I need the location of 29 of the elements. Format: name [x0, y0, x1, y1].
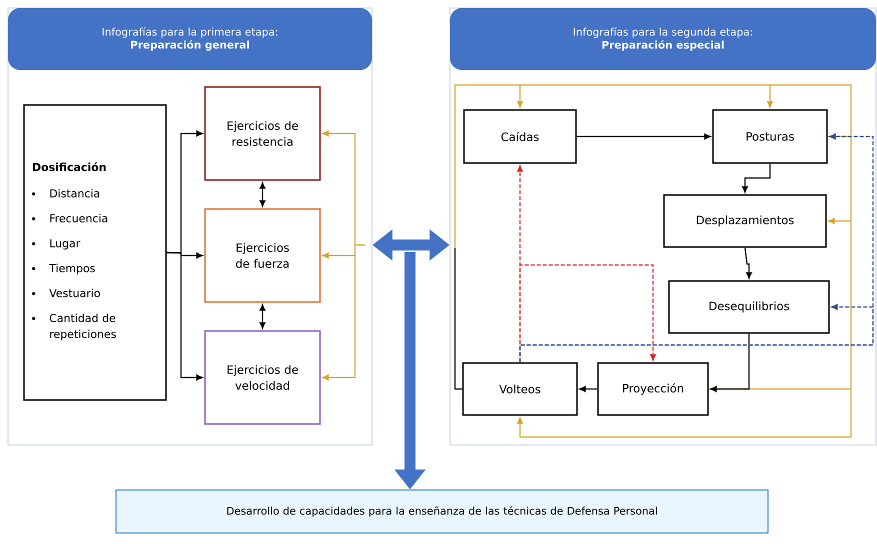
result-box: Desarrollo de capacidades para la enseñanza de las técnicas de Defensa Personal	[116, 490, 768, 534]
arrow	[322, 255, 356, 380]
arrow	[322, 244, 365, 258]
process-box: Desplazamientos	[663, 194, 827, 248]
arrow	[519, 304, 874, 362]
arrow	[576, 134, 711, 140]
arrow	[260, 304, 266, 329]
process-box: Caídas	[463, 109, 577, 164]
process-box: Desequilibrios	[668, 280, 830, 334]
arrow	[744, 248, 752, 279]
arrow	[742, 164, 771, 193]
process-box: Posturas	[712, 109, 828, 164]
list-box: Dosificación Distancia Frecuencia Lugar Tiempos Vestuario Cantidad de repeticiones	[23, 104, 167, 401]
arrow	[166, 252, 203, 380]
process-box: Volteos	[462, 362, 578, 416]
arrow	[710, 334, 750, 392]
arrow	[517, 389, 852, 438]
arrow	[454, 84, 523, 248]
connector	[454, 248, 462, 390]
process-box: Proyección	[597, 362, 709, 416]
process-box: Ejercicios de velocidad	[204, 330, 321, 425]
arrow	[520, 84, 773, 108]
process-box: Ejercicios de fuerza	[204, 208, 321, 303]
arrow	[260, 182, 266, 207]
arrow	[828, 137, 852, 224]
arrow	[579, 386, 598, 392]
arrow	[322, 130, 356, 245]
process-box: Ejercicios de resistencia	[204, 86, 321, 181]
arrow	[519, 264, 656, 362]
